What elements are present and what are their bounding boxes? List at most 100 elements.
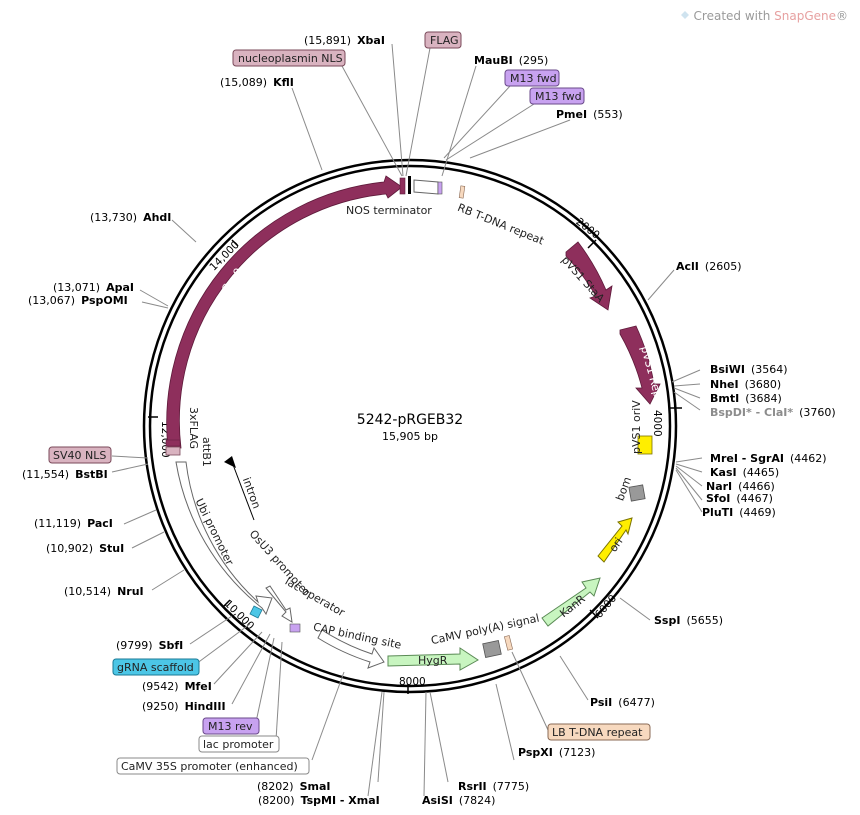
site-stui: (10,902) StuI [46,542,124,555]
site-kfli: (15,089)KflI [220,76,294,89]
ori-feature [597,517,633,563]
m13-fwd-box-2 [529,87,585,105]
nos-terminator-feature [413,179,439,195]
m13-rev-box [202,717,260,735]
site-position: (7824) [459,794,496,807]
site-position: (15,089) [220,76,267,89]
site-position: (10,902) [46,542,93,555]
intron-arrow [224,456,236,468]
lac-operator-label: lac operator [283,575,348,620]
lac-operator-feature [289,623,301,633]
site-enzyme: SmaI [300,780,331,793]
site-position: (4462) [790,452,827,465]
plasmid-name: 5242-pRGEB32 [357,412,463,428]
nucleoplasmin-nls-box [232,49,346,67]
site-position: (6477) [618,696,655,709]
site-enzyme: AclI [676,260,699,273]
site-position: (4467) [736,492,773,505]
pvs1-oriv-feature [637,435,653,455]
site-acli: AclI(2605) [676,260,741,273]
tick-label: 4000 [651,410,663,437]
site-psii: PsiI(6477) [590,696,655,709]
site-enzyme: ApaI [106,281,134,294]
restriction-sites: (15,891) XbaI MauBI (295) PmeI(553) (15,08… [22,34,836,807]
brand-prefix: Created with [693,9,775,23]
site-nrui: (10,514)NruI [64,585,144,598]
site-enzyme: BmtI [710,392,739,405]
site-position: (8200) [258,794,295,807]
kanr-feature [541,577,601,627]
site-bspdi-clai: BspDI* - ClaI*(3760) [710,406,836,419]
grna-scaffold-box-label: gRNA scaffold [117,661,194,674]
site-enzyme: AhdI [143,211,171,224]
site-xbai: (15,891) XbaI [304,34,385,47]
site-enzyme: StuI [99,542,124,555]
site-paci: (11,119)PacI [34,517,113,530]
pvs1-repa-feature [619,325,661,405]
plasmid-size: 15,905 bp [382,430,438,443]
m13-fwd-box-1-label: M13 fwd [510,72,557,85]
leader-lines [111,43,703,797]
site-position: (553) [593,108,623,121]
lac-promoter-box [198,735,280,753]
site-pspxi: PspXI(7123) [518,746,595,759]
sv40-nls-box [48,446,112,464]
site-enzyme: BstBI [75,468,108,481]
snapgene-watermark: Created with SnapGene® [680,9,848,23]
site-enzyme: SfoI [706,492,730,505]
site-tspmi-xmai: (8200) TspMI - XmaI [258,794,380,807]
site-bmti: BmtI(3684) [710,392,782,405]
site-position: (15,891) [304,34,351,47]
site-enzyme: TspMI - XmaI [301,794,380,807]
nls-nucleoplasmin-feature [399,177,406,195]
site-position: (11,554) [22,468,69,481]
site-position: (11,119) [34,517,81,530]
camv35s-box [116,757,310,775]
sv40-nls-box-label: SV40 NLS [53,449,106,462]
grna-scaffold-feature [249,605,263,619]
brand-product: SnapGene [774,9,836,23]
site-mrei-sgrai: MreI - SgrAI(4462) [710,452,827,465]
site-bsiwi: BsiWI(3564) [710,363,788,376]
site-pluti: PluTI(4469) [702,506,776,519]
pvs1-staa-feature [565,241,613,311]
m13-fwd-feature [437,181,443,195]
site-pmei: PmeI(553) [556,108,623,121]
site-nhei: NheI(3680) [710,378,781,391]
site-asisi: AsiSI(7824) [422,794,495,807]
site-pspomi: (13,067)PspOMI [28,294,128,307]
site-apai: (13,071) ApaI [53,281,134,294]
site-position: (10,514) [64,585,111,598]
site-enzyme: MauBI [474,54,513,67]
site-maubi: MauBI (295) [474,54,548,67]
site-position: (9542) [142,680,179,693]
flag-box-label: FLAG [430,34,459,47]
site-position: (7123) [559,746,596,759]
camv35s-box-label: CaMV 35S promoter (enhanced) [121,760,298,773]
site-enzyme: XbaI [357,34,385,47]
site-position: (3760) [799,406,836,419]
site-sspi: SspI (5655) [654,614,723,627]
site-enzyme: PspOMI [81,294,128,307]
rb-tdna-label: RB T-DNA repeat [456,201,547,248]
site-position: (5655) [686,614,723,627]
site-enzyme: NarI [706,480,732,493]
flag-feature [408,176,411,194]
site-sbfi: (9799)SbfI [116,639,183,652]
site-enzyme: SbfI [159,639,184,652]
attb1-label: attB1 [200,437,213,467]
site-enzyme: SspI [654,614,680,627]
site-position: (7775) [493,780,530,793]
site-mfei: (9542)MfeI [142,680,212,693]
site-enzyme: NheI [710,378,739,391]
flag-box [424,31,462,49]
site-position: (295) [519,54,549,67]
site-position: (13,071) [53,281,100,294]
site-position: (4465) [743,466,780,479]
flag3x-feature [165,439,181,447]
site-position: (9250) [142,700,179,713]
m13-fwd-box-1 [504,69,560,87]
m13-rev-box-label: M13 rev [208,720,253,733]
site-position: (4466) [738,480,775,493]
